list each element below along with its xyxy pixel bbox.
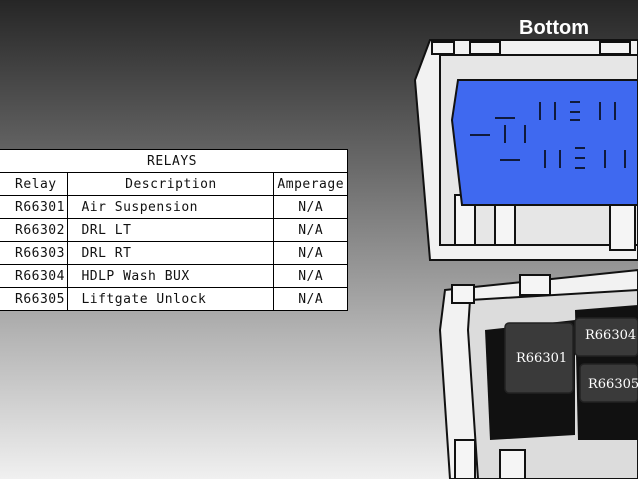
table-header-row: Relay Description Amperage (0, 172, 348, 196)
header-relay: Relay (0, 172, 69, 196)
header-description: Description (67, 172, 275, 196)
relay-r66304 (574, 317, 638, 357)
table-title-row: RELAYS (0, 149, 348, 173)
relay-r66305 (579, 363, 638, 403)
table-row: R66303 DRL RT N/A (0, 241, 348, 265)
relays-table: RELAYS Relay Description Amperage R66301… (0, 149, 348, 311)
cell-description: HDLP Wash BUX (67, 264, 275, 288)
cell-relay: R66305 (0, 287, 69, 311)
table-title: RELAYS (0, 149, 348, 173)
cell-amperage: N/A (273, 241, 348, 265)
cell-amperage: N/A (273, 195, 348, 219)
relay-label-r66305: R66305 (588, 377, 638, 392)
relay-blocks (485, 305, 638, 440)
cell-relay: R66302 (0, 218, 69, 242)
connector-face (450, 79, 638, 206)
relay-r66301 (504, 322, 574, 394)
cell-amperage: N/A (273, 218, 348, 242)
cell-description: Liftgate Unlock (67, 287, 275, 311)
relay-label-r66304: R66304 (585, 328, 636, 343)
cell-relay: R66301 (0, 195, 69, 219)
table-row: R66301 Air Suspension N/A (0, 195, 348, 219)
table-row: R66302 DRL LT N/A (0, 218, 348, 242)
cell-description: Air Suspension (67, 195, 275, 219)
cell-amperage: N/A (273, 264, 348, 288)
relay-label-r66301: R66301 (516, 351, 567, 366)
cell-description: DRL RT (67, 241, 275, 265)
table-row: R66305 Liftgate Unlock N/A (0, 287, 348, 311)
cell-relay: R66304 (0, 264, 69, 288)
table-row: R66304 HDLP Wash BUX N/A (0, 264, 348, 288)
view-label: Bottom (519, 17, 589, 39)
cell-relay: R66303 (0, 241, 69, 265)
cell-description: DRL LT (67, 218, 275, 242)
header-amperage: Amperage (273, 172, 348, 196)
cell-amperage: N/A (273, 287, 348, 311)
